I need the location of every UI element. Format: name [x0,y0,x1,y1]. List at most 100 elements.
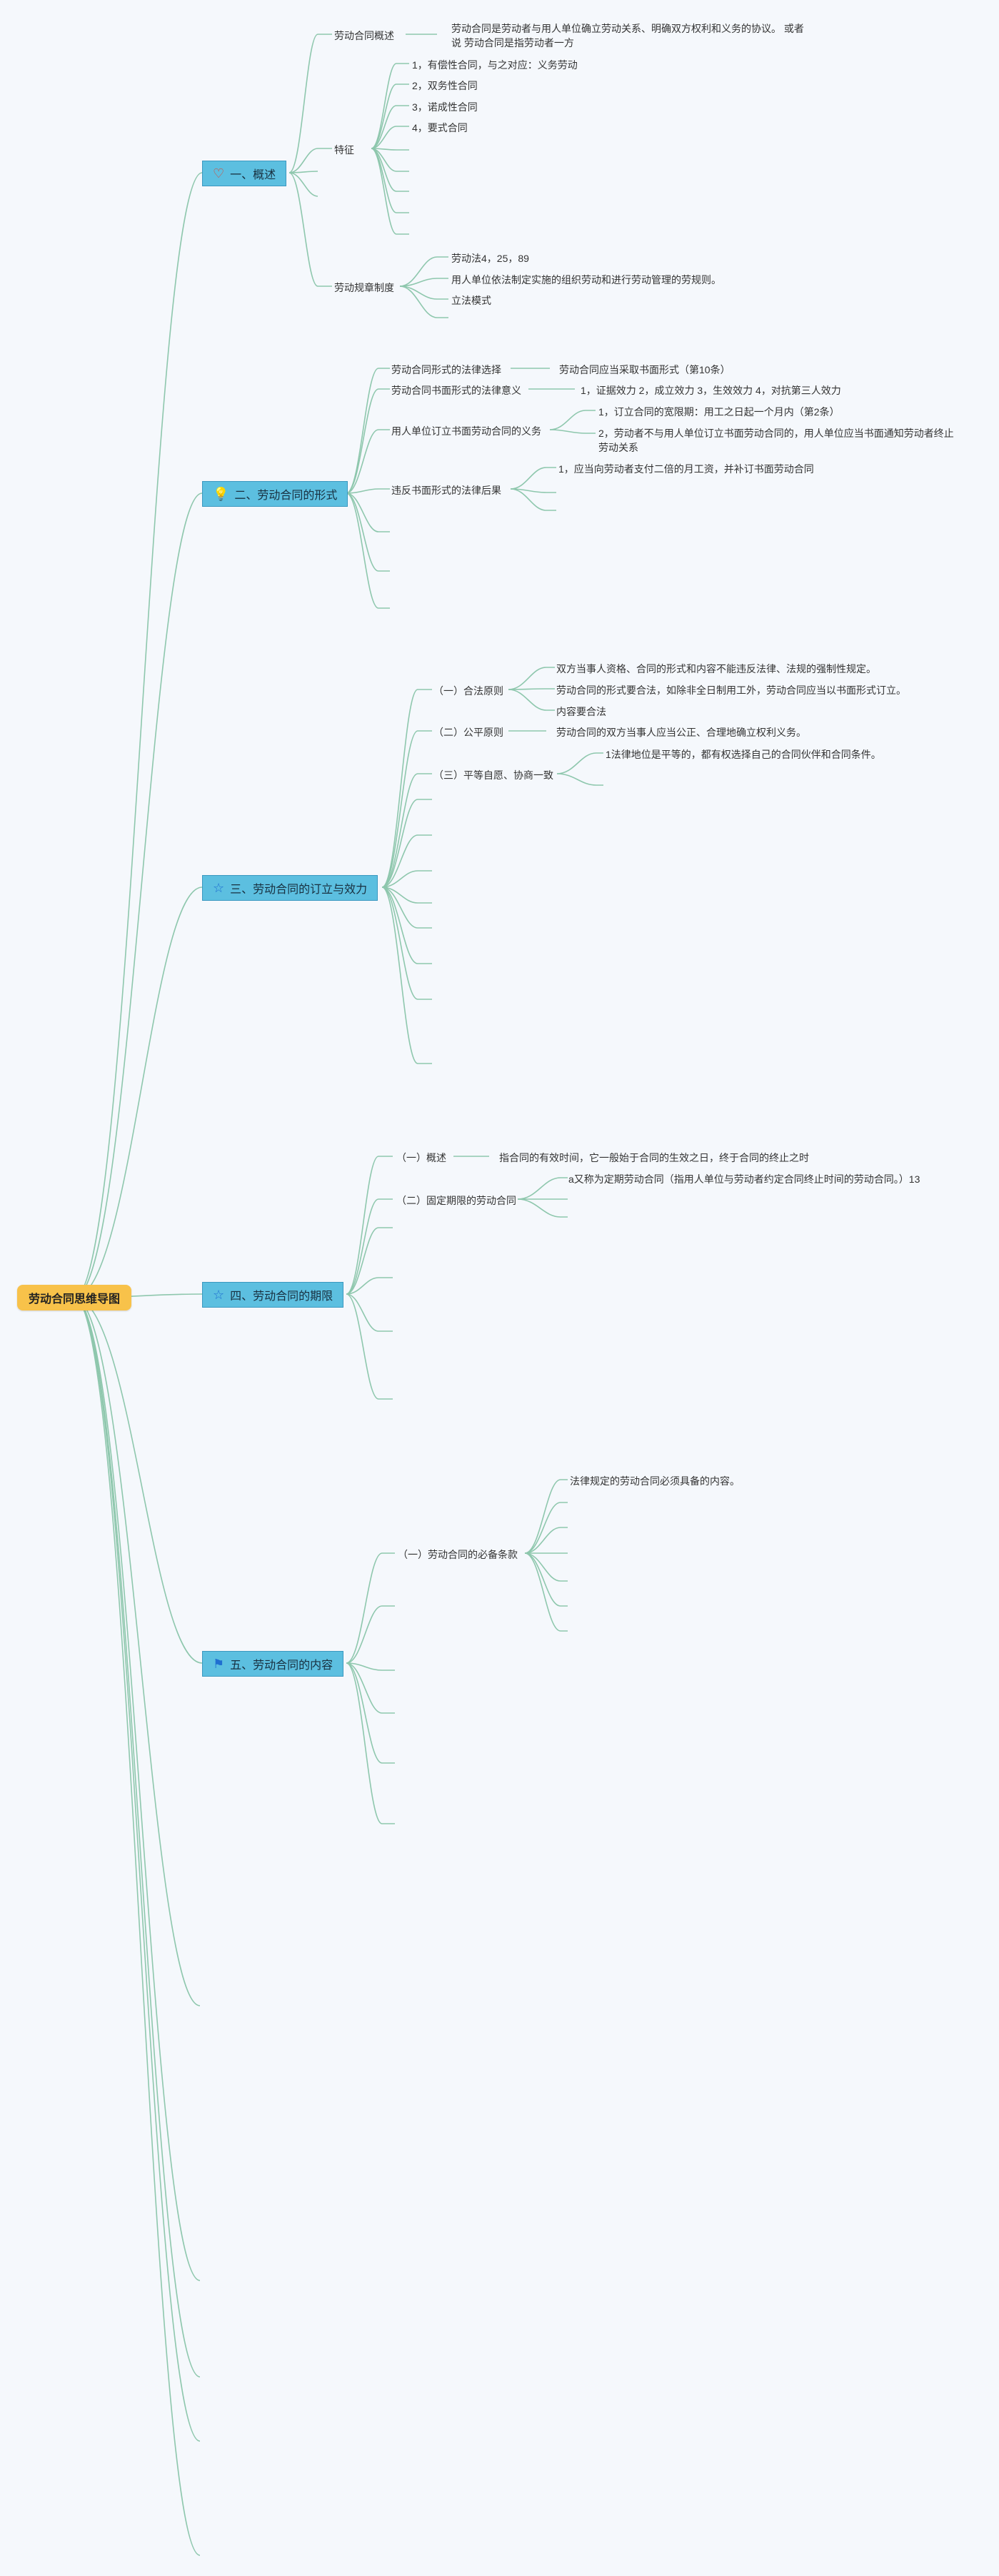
connector-line [346,488,390,494]
connector-line [346,1662,395,1671]
heart-icon: ♡ [213,166,225,181]
connector-line [371,148,409,151]
topic-fixed-term[interactable]: （二）固定期限的劳动合同 [396,1195,516,1206]
topic-required-clauses-detail[interactable]: 法律规定的劳动合同必须具备的内容。 [570,1475,740,1487]
feature-item[interactable]: 3，诺成性合同 [412,101,478,113]
connector-line [371,84,409,149]
connector-line [381,834,432,888]
connector-line [288,34,332,173]
connector-line [74,493,203,1298]
topic-equality-principle[interactable]: （三）平等自愿、协商一致 [433,769,553,781]
rules-item[interactable]: 劳动法4，25，89 [451,253,529,264]
branch-content[interactable]: ⚑ 五、劳动合同的内容 [202,1651,344,1677]
connector-line [517,1177,568,1200]
connector-line [346,1277,393,1295]
connector-line [346,1227,393,1295]
branch-overview[interactable]: ♡ 一、概述 [202,161,287,186]
connector-line [346,1662,395,1714]
connector-line [508,688,555,690]
connector-line [346,388,390,494]
feature-item[interactable]: 1，有偿性合同，与之对应：义务劳动 [412,59,578,71]
duty-item[interactable]: 2，劳动者不与用人单位订立书面劳动合同的，用人单位应当书面通知劳动者终止劳动关系 [598,428,954,453]
connector-line [524,1552,568,1607]
topic-term-overview-detail[interactable]: 指合同的有效时间，它一般始于合同的生效之日，终于合同的终止之时 [499,1152,809,1163]
topic-fairness-principle[interactable]: （二）公平原则 [433,727,503,738]
connector-line [381,870,432,888]
flag-icon: ⚑ [213,1657,225,1671]
connector-line [74,887,203,1298]
connector-line [74,1297,201,2006]
connector-line [381,799,432,888]
rules-item[interactable]: 立法模式 [451,295,491,306]
connector-line [524,1479,568,1554]
topic-required-clauses[interactable]: （一）劳动合同的必备条款 [398,1549,518,1560]
feature-item[interactable]: 2，双务性合同 [412,80,478,91]
connector-line [524,1552,568,1632]
topic-legal-meaning-detail[interactable]: 1，证据效力 2，成立效力 3，生效效力 4，对抗第三人效力 [581,385,841,396]
connector-line [288,148,332,173]
topic-contract-overview-detail[interactable]: 劳动合同是劳动者与用人单位确立劳动关系、明确双方权利和义务的协议。 或者说 劳动… [451,23,804,49]
topic-breach-consequence[interactable]: 违反书面形式的法律后果 [391,485,501,496]
connector-line [508,667,555,690]
topic-fixed-term-detail[interactable]: a又称为定期劳动合同（指用人单位与劳动者约定合同终止时间的劳动合同。）13 [568,1173,920,1185]
topic-contract-overview[interactable]: 劳动合同概述 [334,30,394,41]
connector-line [524,1552,568,1582]
connector-line [381,887,432,1064]
connector-line [510,488,556,511]
connector-line [371,126,409,149]
connector-line [346,1552,395,1664]
branch-label: 一、概述 [230,169,276,181]
connector-line [74,1297,203,1664]
branch-label: 三、劳动合同的订立与效力 [230,884,368,896]
connector-line [549,429,596,434]
duty-item[interactable]: 1，订立合同的宽限期：用工之日起一个月内（第2条） [598,406,840,418]
connector-line [381,887,432,929]
branch-formation[interactable]: ☆ 三、劳动合同的订立与效力 [202,875,378,901]
connector-line [517,1198,568,1218]
star-icon: ☆ [213,1288,225,1302]
connector-line [381,689,432,888]
connector-line [346,493,390,609]
topic-legal-meaning[interactable]: 劳动合同书面形式的法律意义 [391,385,521,396]
legality-item[interactable]: 劳动合同的形式要合法，如除非全日制用工外，劳动合同应当以书面形式订立。 [556,685,906,696]
connector-line [346,493,390,572]
legality-item[interactable]: 内容要合法 [556,706,606,717]
feature-item[interactable]: 4，要式合同 [412,122,468,133]
branch-label: 四、劳动合同的期限 [230,1290,333,1303]
topic-breach-consequence-detail[interactable]: 1，应当向劳动者支付二倍的月工资，并补订书面劳动合同 [558,463,814,475]
branch-label: 五、劳动合同的内容 [230,1660,333,1672]
legality-item[interactable]: 双方当事人资格、合同的形式和内容不能违反法律、法规的强制性规定。 [556,663,876,675]
connector-line [399,278,448,287]
topic-fairness-detail[interactable]: 劳动合同的双方当事人应当公正、合理地确立权利义务。 [556,727,806,738]
connector-line [288,172,318,197]
topic-features[interactable]: 特征 [334,144,354,156]
connector-line [399,286,448,318]
connector-line [371,105,409,149]
connector-line [381,773,432,888]
topic-term-overview[interactable]: （一）概述 [396,1152,446,1163]
topic-labor-rules[interactable]: 劳动规章制度 [334,282,394,293]
connector-line [381,887,432,964]
branch-form[interactable]: 💡 二、劳动合同的形式 [202,481,348,507]
topic-equality-detail[interactable]: 1法律地位是平等的，都有权选择自己的合同伙伴和合同条件。 [606,749,881,760]
topic-legality-principle[interactable]: （一）合法原则 [433,685,503,697]
connector-line [381,730,432,888]
connector-line [346,493,390,532]
connector-line [346,1156,393,1295]
connector-line [399,256,448,287]
connector-line [371,63,409,149]
topic-legal-choice-detail[interactable]: 劳动合同应当采取书面形式（第10条） [559,364,731,375]
root-topic[interactable]: 劳动合同思维导图 [17,1285,131,1310]
topic-legal-choice[interactable]: 劳动合同形式的法律选择 [391,364,501,375]
rules-item[interactable]: 用人单位依法制定实施的组织劳动和进行劳动管理的劳规则。 [451,274,721,286]
topic-employer-duty[interactable]: 用人单位订立书面劳动合同的义务 [391,425,541,437]
connector-line [346,1662,395,1764]
branch-term[interactable]: ☆ 四、劳动合同的期限 [202,1282,344,1308]
connector-line [346,1293,393,1332]
connector-line [524,1502,568,1554]
connector-line [74,1297,201,2442]
connector-line [74,1297,201,2556]
connector-line [381,887,432,1000]
